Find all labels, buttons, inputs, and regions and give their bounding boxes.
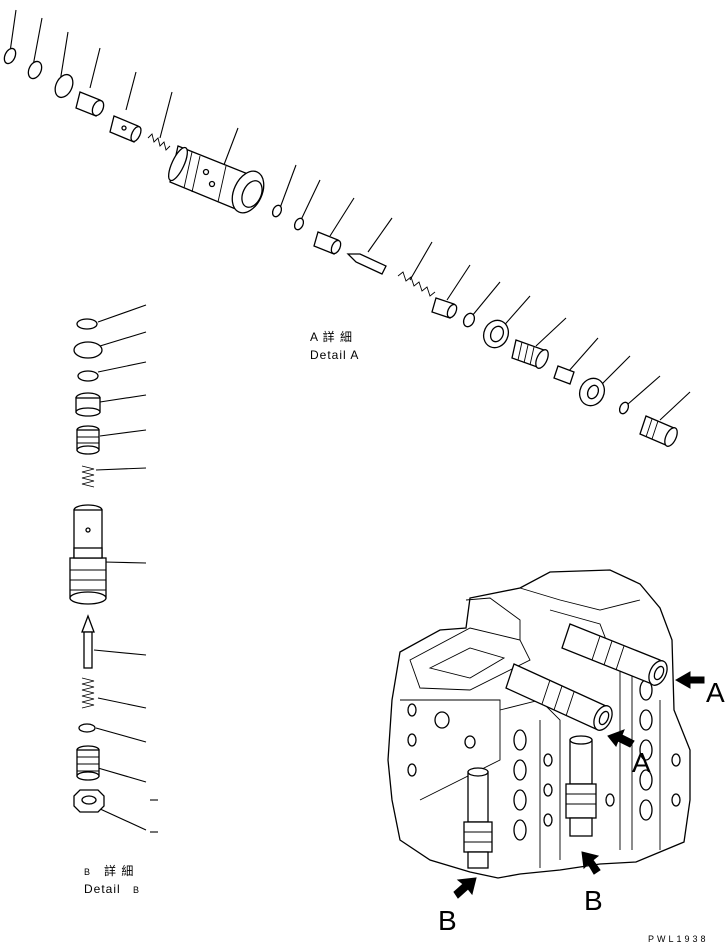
arrow-a-lower xyxy=(607,729,635,748)
o-ring-part xyxy=(618,401,630,415)
arrow-label-a-lower: A xyxy=(632,747,651,778)
spring-part xyxy=(397,271,436,297)
needle-pin-part xyxy=(81,614,95,669)
arrow-a-upper xyxy=(674,671,705,689)
detail-b-caption-marker: B xyxy=(133,885,142,895)
plug-part xyxy=(75,392,101,417)
o-ring-part xyxy=(78,723,96,733)
lock-nut-part xyxy=(73,789,105,813)
detail-a-leader-lines xyxy=(9,9,691,421)
blank-reference-marks xyxy=(150,799,158,833)
nut-part xyxy=(482,319,510,349)
cartridge-b-right xyxy=(565,735,597,837)
arrow-label-b-right: B xyxy=(584,885,603,916)
backup-ring-part xyxy=(77,370,99,382)
port-holes xyxy=(407,679,681,841)
spring-small-part xyxy=(147,133,171,151)
o-ring-part xyxy=(76,318,98,330)
o-ring-part xyxy=(293,217,305,231)
detail-a-exploded-view xyxy=(3,9,691,447)
adjust-screw-part xyxy=(76,745,100,781)
plug-part xyxy=(75,91,105,117)
valve-body-part xyxy=(69,504,107,605)
o-ring-part xyxy=(3,47,17,65)
arrow-label-a-upper: A xyxy=(706,677,725,708)
o-ring-large-part xyxy=(73,341,103,359)
end-plug-part xyxy=(639,415,678,447)
detail-b-caption-jp: 詳 細 xyxy=(104,863,134,878)
poppet-part xyxy=(313,231,342,255)
o-ring-large-part xyxy=(54,73,74,99)
drawing-code: PWL1938 xyxy=(648,934,709,944)
sleeve-part xyxy=(76,425,100,455)
detail-a-caption-jp: A 詳 細 xyxy=(310,329,353,344)
lock-nut-part xyxy=(578,377,606,407)
cartridge-a-lower xyxy=(505,663,613,731)
control-valve-assembly xyxy=(387,569,691,879)
o-ring-part xyxy=(462,312,476,328)
sleeve-part xyxy=(109,115,142,143)
needle-pin-part xyxy=(346,253,387,275)
arrow-label-b-left: B xyxy=(438,905,457,936)
detail-b-caption-en: Detail xyxy=(84,882,121,896)
cap-part xyxy=(553,365,575,385)
detail-b-exploded-view xyxy=(69,304,158,833)
backup-ring-part xyxy=(27,60,43,80)
arrow-b-right xyxy=(581,851,601,875)
o-ring-part xyxy=(271,204,283,218)
spring-small-part xyxy=(81,465,95,488)
valve-body-part xyxy=(167,145,265,214)
detail-b-marker: B xyxy=(84,867,93,877)
cartridge-a-upper xyxy=(561,623,668,686)
arrow-b-left xyxy=(453,877,477,899)
seat-part xyxy=(431,297,458,319)
detail-b-leader-lines xyxy=(93,304,147,831)
spring-part xyxy=(81,677,95,709)
adjust-screw-part xyxy=(511,339,549,369)
cartridge-b-left xyxy=(463,767,493,869)
detail-a-caption-en: Detail A xyxy=(310,348,359,362)
